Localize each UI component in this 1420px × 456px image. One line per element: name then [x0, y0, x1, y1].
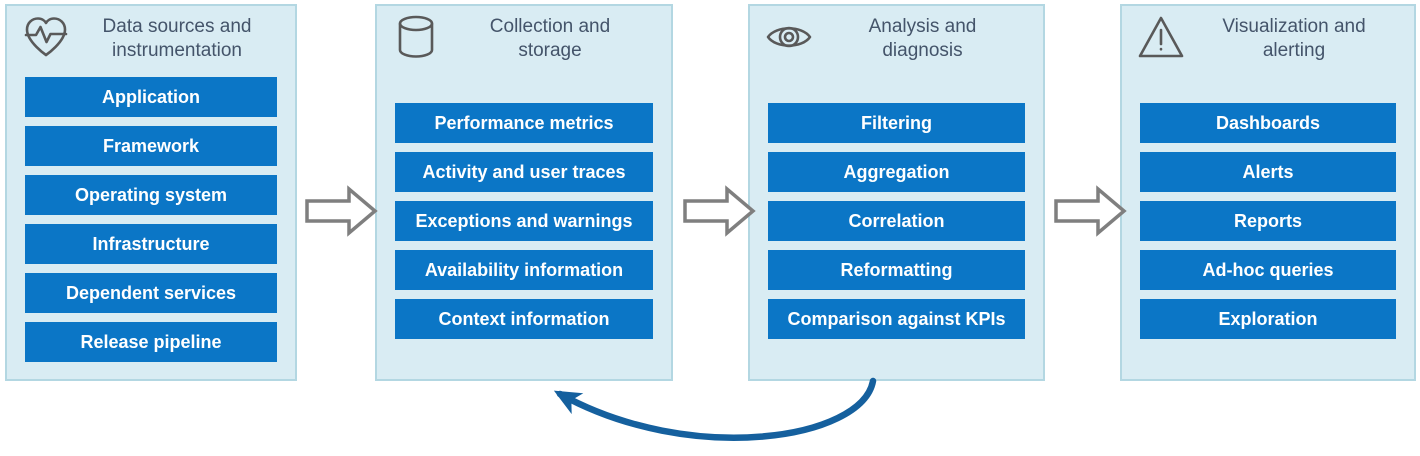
panel-title-line2: alerting	[1262, 40, 1326, 61]
pipeline-item: Activity and user traces	[395, 152, 653, 192]
flow-arrow-icon	[1054, 185, 1127, 237]
pipeline-item: Dependent services	[25, 273, 277, 313]
panel-title: Data sources and instrumentation	[65, 15, 289, 63]
pipeline-item: Filtering	[768, 103, 1025, 143]
pipeline-item: Ad-hoc queries	[1140, 250, 1396, 290]
heart-pulse-icon	[22, 13, 70, 61]
panel-title: Collection and storage	[435, 15, 665, 63]
eye-icon	[765, 13, 813, 61]
pipeline-item: Alerts	[1140, 152, 1396, 192]
panel-title: Analysis and diagnosis	[808, 15, 1037, 63]
panel-title-line1: Collection and	[489, 16, 611, 37]
panel-title-line2: diagnosis	[882, 40, 963, 61]
warning-triangle-icon	[1137, 13, 1185, 61]
feedback-loop-arrow-icon	[553, 377, 877, 441]
pipeline-item: Reports	[1140, 201, 1396, 241]
pipeline-item: Application	[25, 77, 277, 117]
pipeline-item: Infrastructure	[25, 224, 277, 264]
panel-header: Analysis and diagnosis	[750, 6, 1043, 70]
pipeline-item: Exceptions and warnings	[395, 201, 653, 241]
flow-arrow-icon	[683, 185, 756, 237]
panel-title-line1: Data sources and	[102, 16, 252, 37]
database-icon	[392, 13, 440, 61]
panel-title-line2: storage	[518, 40, 582, 61]
pipeline-item: Performance metrics	[395, 103, 653, 143]
pipeline-item: Framework	[25, 126, 277, 166]
pipeline-item: Aggregation	[768, 152, 1025, 192]
pipeline-item: Release pipeline	[25, 322, 277, 362]
pipeline-item: Context information	[395, 299, 653, 339]
panel-title-line2: instrumentation	[112, 40, 242, 61]
pipeline-item: Reformatting	[768, 250, 1025, 290]
pipeline-item: Dashboards	[1140, 103, 1396, 143]
panel-header: Collection and storage	[377, 6, 671, 70]
pipeline-item: Operating system	[25, 175, 277, 215]
panel-title-line1: Analysis and	[868, 16, 977, 37]
pipeline-item: Exploration	[1140, 299, 1396, 339]
pipeline-item: Comparison against KPIs	[768, 299, 1025, 339]
panel-title-line1: Visualization and	[1222, 16, 1366, 37]
panel-header: Data sources and instrumentation	[7, 6, 295, 70]
flow-arrow-icon	[305, 185, 378, 237]
panel-title: Visualization and alerting	[1180, 15, 1408, 63]
pipeline-stage-collection-storage: Collection and storage Performance metri…	[375, 4, 673, 381]
pipeline-item: Availability information	[395, 250, 653, 290]
pipeline-stage-data-sources: Data sources and instrumentation Applica…	[5, 4, 297, 381]
pipeline-item: Correlation	[768, 201, 1025, 241]
panel-header: Visualization and alerting	[1122, 6, 1414, 70]
